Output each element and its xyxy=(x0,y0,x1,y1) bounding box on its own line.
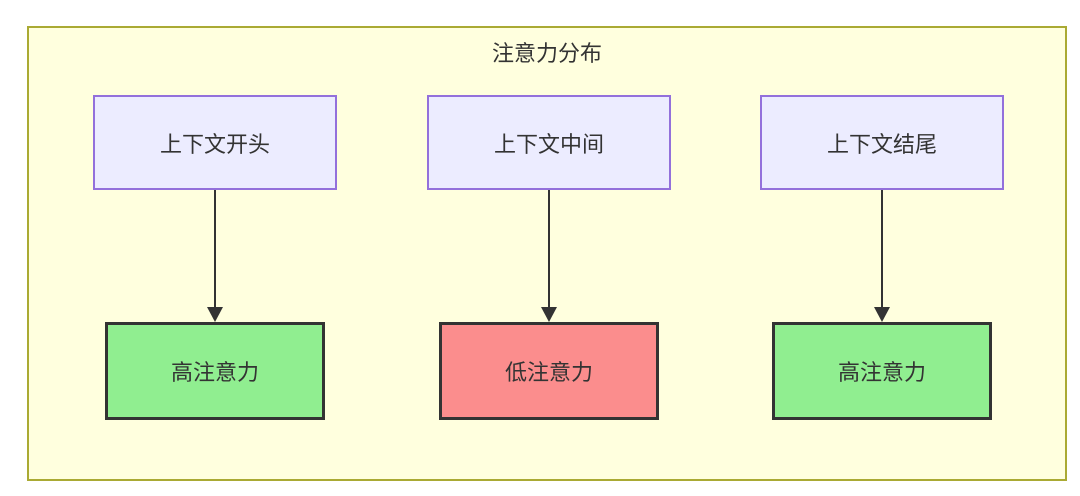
arrowhead-icon xyxy=(541,307,557,322)
node-low-attention-middle: 低注意力 xyxy=(439,322,659,420)
arrow-down-icon xyxy=(874,190,890,322)
node-context-end-label: 上下文结尾 xyxy=(826,131,937,157)
node-high-attention-right-label: 高注意力 xyxy=(837,360,926,385)
node-context-middle-label: 上下文中间 xyxy=(493,131,604,157)
node-context-start: 上下文开头 xyxy=(93,95,337,190)
node-high-attention-left: 高注意力 xyxy=(105,322,325,420)
attention-distribution-cluster: 注意力分布 上下文开头 上下文中间 上下文结尾 高注意力 低注意力 xyxy=(27,26,1067,481)
arrow-down-icon xyxy=(207,190,223,322)
arrow-line xyxy=(214,190,216,308)
node-high-attention-left-label: 高注意力 xyxy=(170,360,259,385)
node-high-attention-right: 高注意力 xyxy=(772,322,992,420)
arrow-down-icon xyxy=(541,190,557,322)
node-context-start-label: 上下文开头 xyxy=(159,131,270,157)
node-context-middle: 上下文中间 xyxy=(427,95,671,190)
node-low-attention-middle-label: 低注意力 xyxy=(504,360,593,385)
arrowhead-icon xyxy=(874,307,890,322)
arrow-line xyxy=(881,190,883,308)
arrowhead-icon xyxy=(207,307,223,322)
node-context-end: 上下文结尾 xyxy=(760,95,1004,190)
arrow-line xyxy=(548,190,550,308)
diagram-title: 注意力分布 xyxy=(491,41,602,66)
